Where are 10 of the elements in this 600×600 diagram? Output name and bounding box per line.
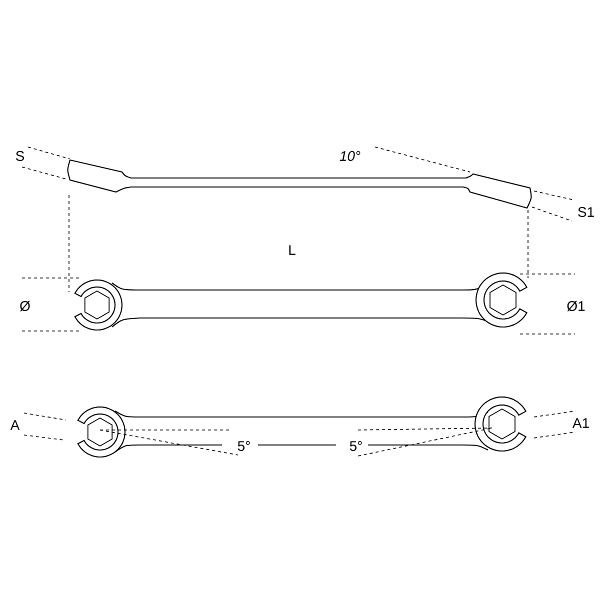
dimension-label: Ø: [20, 300, 30, 312]
dimension-label: S: [16, 151, 24, 161]
dimension-label: L: [289, 245, 296, 255]
dimension-label: 10°: [340, 151, 360, 161]
dimension-label: Ø1: [567, 300, 585, 312]
dimension-label: A1: [572, 418, 589, 428]
dimension-label: S1: [578, 207, 594, 217]
dimension-label: A: [10, 420, 20, 430]
dimension-label: 5°: [350, 441, 362, 451]
dimension-label: 5°: [238, 441, 250, 451]
